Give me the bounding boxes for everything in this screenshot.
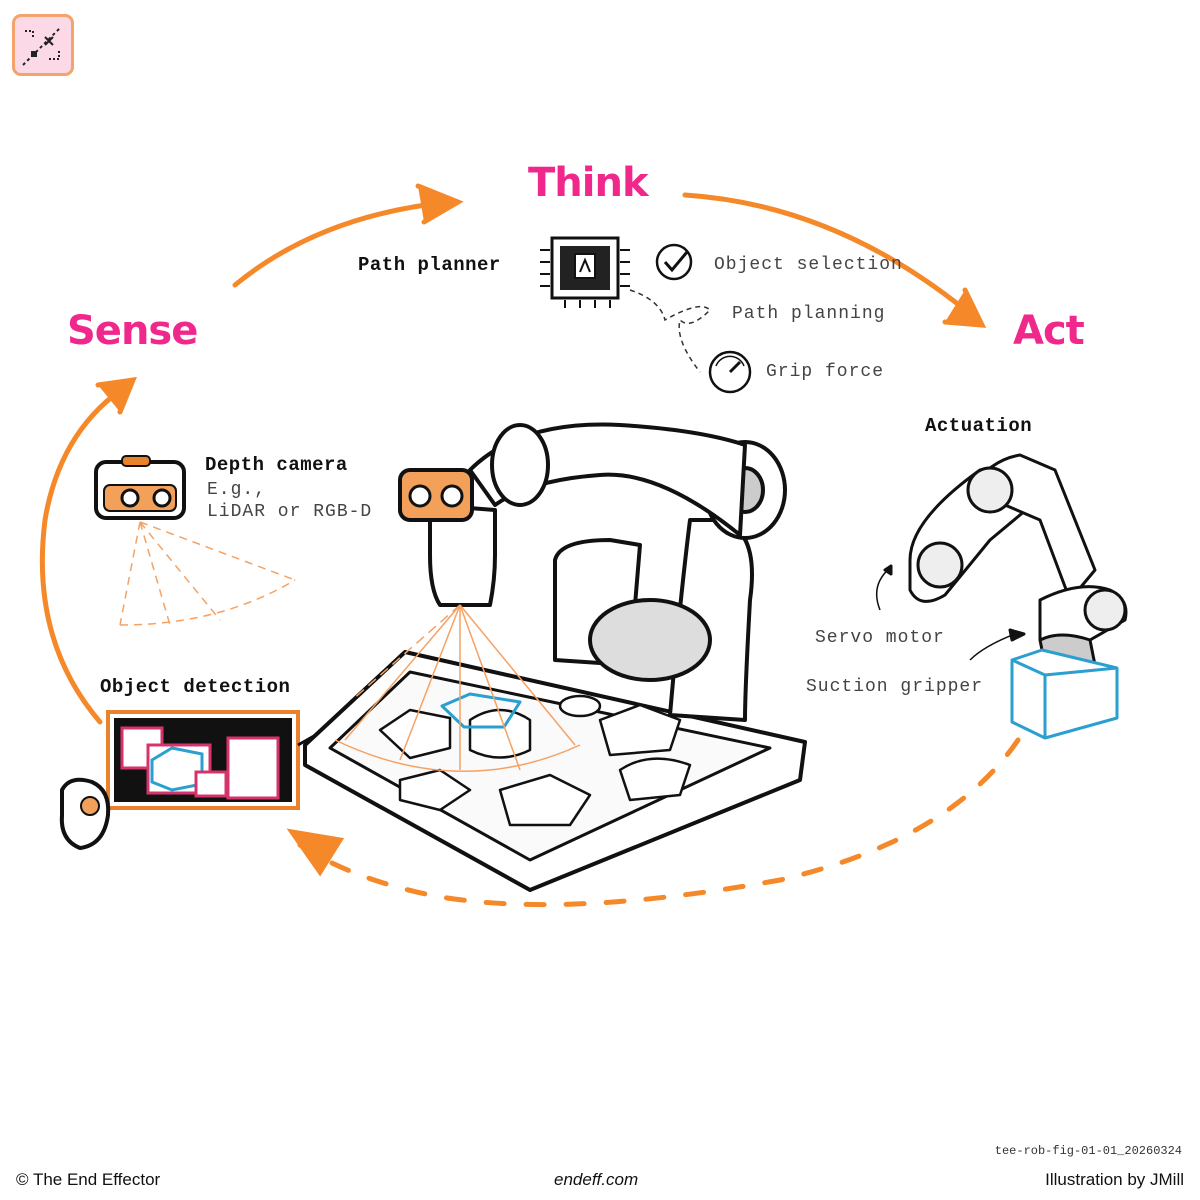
- depth-camera-icon: [94, 455, 296, 626]
- think-item-path-planning: Path planning: [732, 304, 886, 324]
- depth-camera-example-line2: LiDAR or RGB-D: [207, 502, 373, 522]
- arrow-think-to-act: [682, 192, 987, 328]
- actuation-arm-illustration: [875, 453, 1128, 740]
- arrow-detection-to-sense: [39, 376, 137, 725]
- footer-copyright: © The End Effector: [16, 1170, 161, 1189]
- servo-motor-label: Servo motor: [815, 628, 945, 648]
- footer-website: endeff.com: [554, 1170, 639, 1189]
- actuation-label: Actuation: [925, 415, 1033, 437]
- stage-act-label: Act: [1013, 308, 1085, 354]
- logo-icon: [12, 14, 74, 76]
- stage-sense-label: Sense: [67, 308, 198, 354]
- path-planner-label: Path planner: [358, 254, 501, 276]
- think-item-grip-force: Grip force: [766, 362, 885, 382]
- figure-id: tee-rob-fig-01-01_20260324: [994, 1144, 1182, 1158]
- object-detection-screen: [106, 710, 329, 810]
- depth-camera-example-line1: E.g.,: [207, 480, 267, 500]
- eye-icon: [59, 777, 111, 851]
- arrow-act-to-detection: [286, 737, 1021, 908]
- suction-gripper-label: Suction gripper: [806, 677, 984, 697]
- object-detection-label: Object detection: [100, 676, 291, 698]
- gauge-icon: [708, 350, 752, 394]
- depth-camera-label: Depth camera: [205, 454, 348, 476]
- camera-field-of-view: [334, 604, 581, 773]
- checkmark-icon: [655, 243, 693, 281]
- footer-credit: Illustration by JMill: [1045, 1170, 1184, 1189]
- arrow-sense-to-think: [232, 183, 464, 288]
- robot-arm-illustration: [303, 422, 807, 892]
- stage-think-label: Think: [528, 160, 649, 206]
- think-item-object-selection: Object selection: [714, 255, 903, 275]
- chip-icon: [540, 236, 630, 308]
